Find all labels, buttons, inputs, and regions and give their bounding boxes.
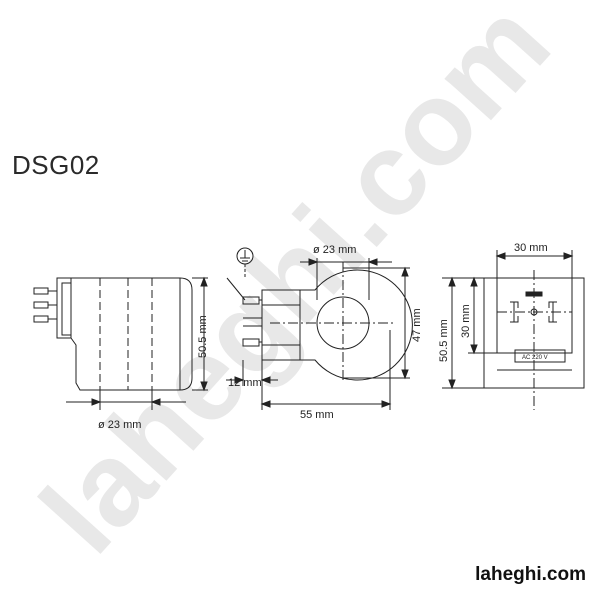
side-connector-step xyxy=(61,282,71,336)
connector-inner-height-label: 30 mm xyxy=(460,304,472,338)
voltage-label-box xyxy=(514,349,566,363)
site-name: laheghi.com xyxy=(475,564,586,585)
connector-view xyxy=(442,250,585,410)
front-bore-label: ø 23 mm xyxy=(313,244,356,256)
connector-outer-height-label: 50.5 mm xyxy=(438,319,450,362)
side-coil-body xyxy=(70,277,181,391)
side-pin-mid xyxy=(33,301,49,309)
voltage-label: AC 220 V xyxy=(522,355,548,361)
front-view xyxy=(226,247,413,410)
side-connector-plate xyxy=(56,277,72,339)
connector-width-label: 30 mm xyxy=(514,242,548,254)
watermark-text: laheghi.com xyxy=(16,0,575,577)
side-height-label: 50.5 mm xyxy=(197,315,209,358)
model-title: DSG02 xyxy=(12,150,100,180)
side-coil-end xyxy=(179,277,193,391)
contact-left xyxy=(510,301,519,323)
front-width-label: 55 mm xyxy=(300,409,334,421)
side-pin-top xyxy=(33,287,49,295)
side-diameter-label: ø 23 mm xyxy=(98,419,141,431)
side-pin-bottom xyxy=(33,315,49,323)
front-coil-ring xyxy=(300,269,413,381)
side-view xyxy=(33,276,208,410)
front-offset-label: 12 mm xyxy=(228,377,262,389)
front-height-label: 47 mm xyxy=(411,308,423,342)
